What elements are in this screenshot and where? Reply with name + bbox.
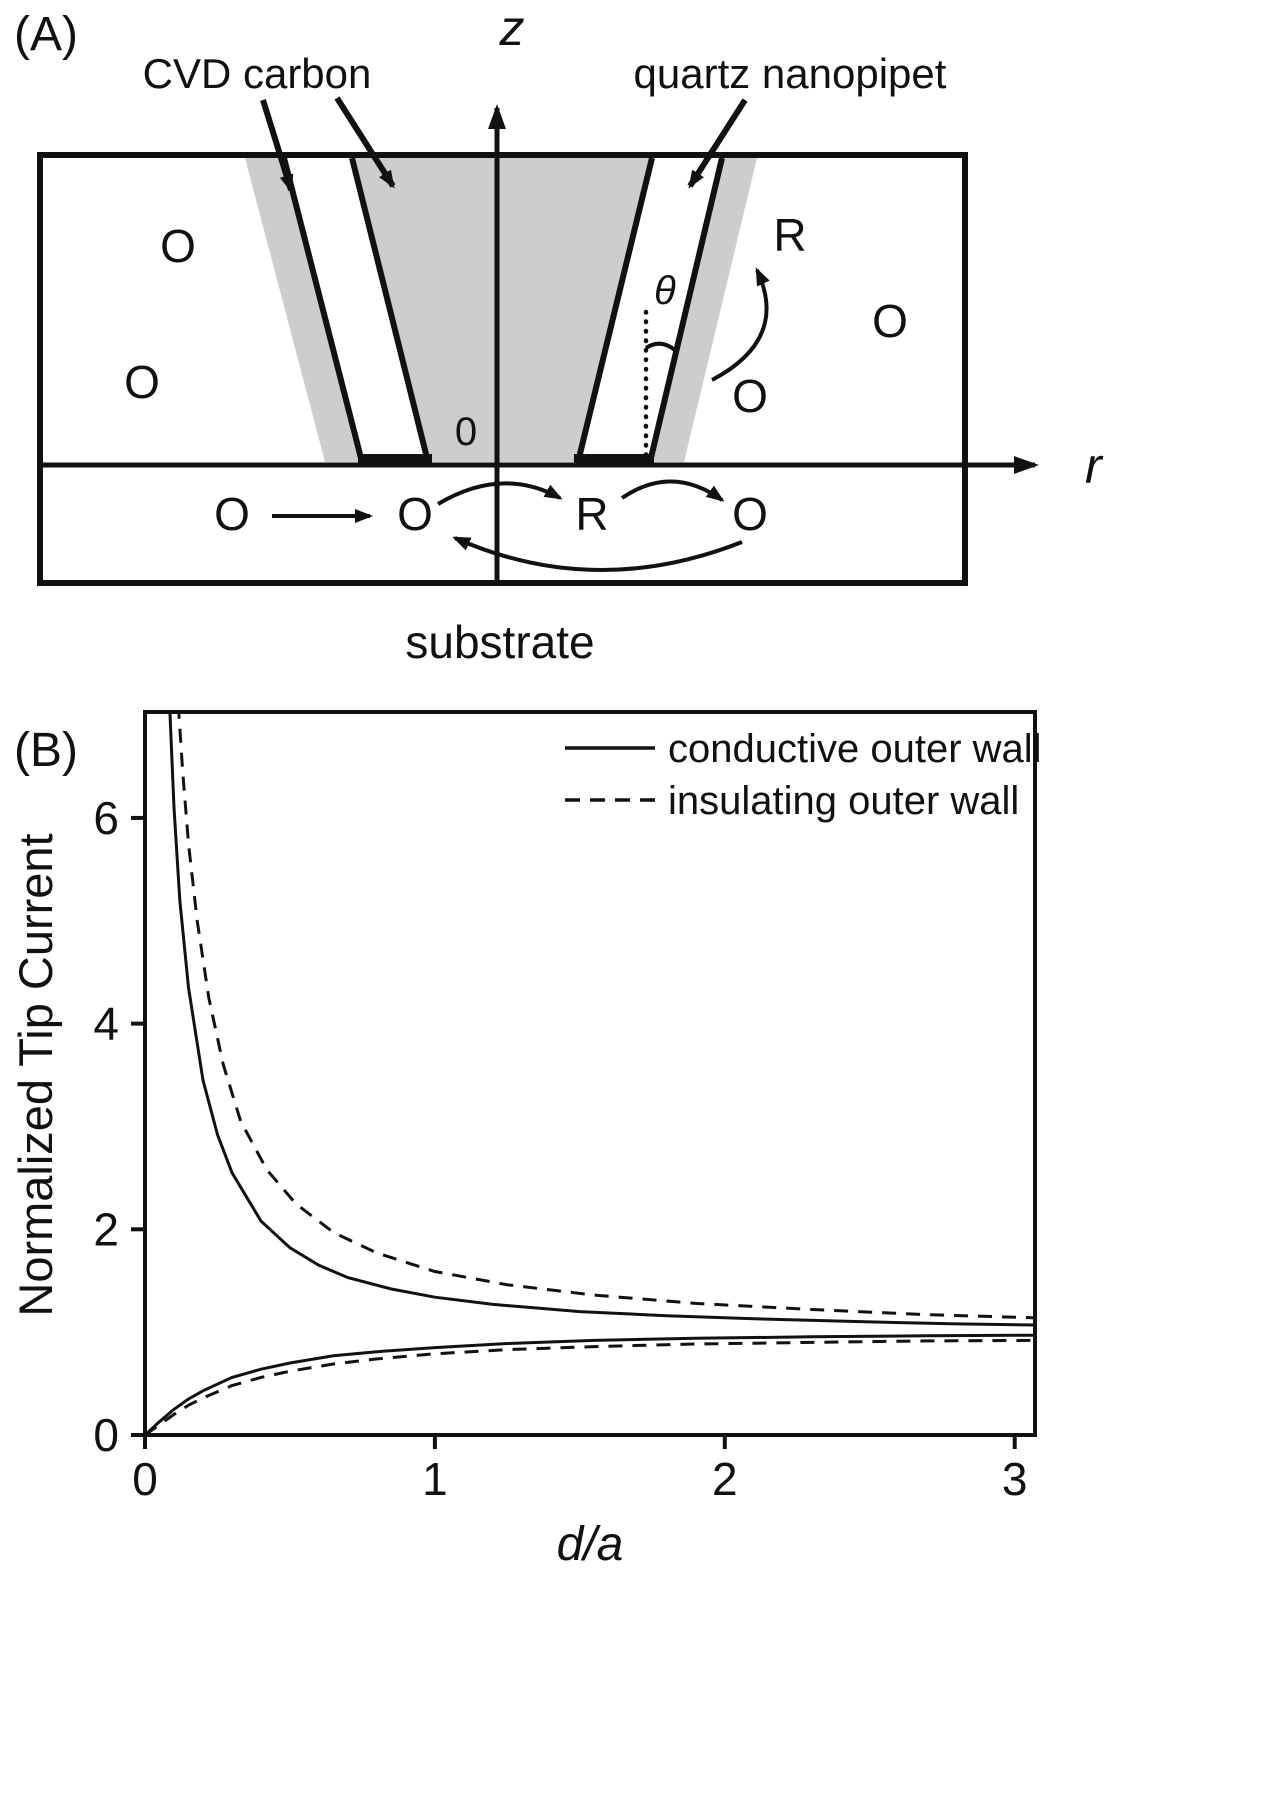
z-axis-label: z [499,0,525,56]
plot-frame [143,710,1037,1437]
y-tick-label: 0 [93,1409,119,1461]
quartz-nanopipet-arrow [687,98,748,189]
series-line-2 [147,1333,1033,1433]
y-tick-label: 6 [93,792,119,844]
theta-angle-arc [644,341,678,353]
x-axis-ticks: 0 1 2 3 [132,1435,1028,1505]
plot-legend: conductive outer wall insulating outer w… [565,727,1042,823]
cvd-carbon-label: CVD carbon [143,50,372,97]
o-to-r-curved-arrow [711,267,770,382]
substrate-arc-arrow [436,481,563,506]
y-axis-ticks: 0 2 4 6 [93,792,145,1461]
substrate-label: substrate [405,616,594,668]
substrate-arc-arrow [620,479,725,502]
x-tick-label: 3 [1002,1453,1028,1505]
y-tick-label: 2 [93,1203,119,1255]
panel-b-label: (B) [14,724,78,777]
wall-line [575,157,655,463]
y-tick-label: 4 [93,998,119,1050]
series-line-3 [147,1338,1033,1433]
series-line-1 [177,714,1033,1320]
panel-a-label: (A) [14,8,78,61]
y-axis-title: Normalized Tip Current [9,833,62,1316]
theta-label: θ [654,269,676,313]
species-o: O [214,488,250,540]
species-o: O [732,488,768,540]
species-r: R [773,209,806,261]
x-axis-title: d/a [557,1518,624,1571]
panel-b-plot: (B) 0 1 2 3 0 2 4 6 conductive outer wall insu… [9,710,1042,1571]
plot-curves [147,714,1033,1433]
species-o: O [160,220,196,272]
r-axis-label: r [1085,438,1104,494]
solution-box [37,152,968,586]
substrate-return-arc-arrow [452,536,743,572]
right-bore [578,158,722,462]
origin-label: 0 [455,410,477,454]
species-o: O [397,488,433,540]
quartz-nanopipet-label: quartz nanopipet [634,50,947,97]
x-tick-label: 0 [132,1453,158,1505]
legend-label-solid: conductive outer wall [668,727,1042,771]
x-tick-label: 2 [712,1453,738,1505]
wall-line [281,157,365,463]
legend-label-dashed: insulating outer wall [668,779,1019,823]
cvd-carbon-arrow [260,99,294,193]
species-r: R [575,488,608,540]
cvd-carbon-arrow [334,96,396,189]
species-o: O [732,370,768,422]
panel-a-schematic: (A) CVD carbon quartz nanopipet z r θ 0 … [14,0,1104,668]
x-tick-label: 1 [422,1453,448,1505]
series-line-0 [168,714,1033,1327]
species-o: O [872,295,908,347]
species-o: O [124,356,160,408]
wall-line [349,157,431,463]
wall-line [647,157,725,463]
left-bore [284,158,428,462]
